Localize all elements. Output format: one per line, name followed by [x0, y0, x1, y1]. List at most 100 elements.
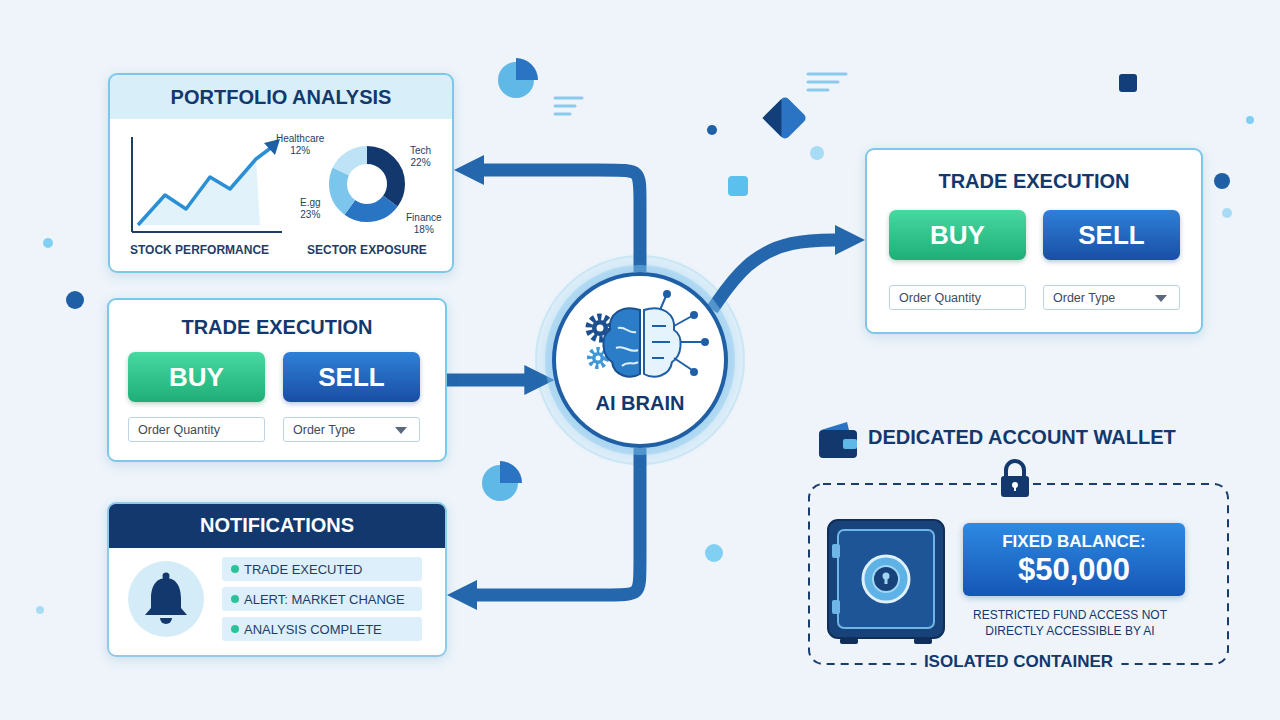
circuit-lines [691, 312, 697, 318]
circuit-lines [652, 291, 708, 375]
lock-icon [997, 460, 1033, 498]
notification-item: ANALYSIS COMPLETE [222, 617, 422, 641]
circuit-lines [652, 357, 664, 359]
deco-diamond [762, 99, 800, 137]
balance-box: FIXED BALANCE:$50,000 [963, 523, 1185, 596]
deco-lines [555, 113, 570, 116]
wallet-container: FIXED BALANCE:$50,000 DEDICATED ACCOUNT W… [807, 420, 1230, 664]
donut-chart [338, 155, 396, 213]
trade-panel-text: TRADE EXECUTION [109, 316, 445, 339]
order-quantity-field-text: Order Quantity [899, 291, 981, 305]
wallet-container-text: DEDICATED ACCOUNT WALLET [868, 426, 1176, 449]
brain-icon [556, 276, 724, 444]
mini-pie-icon [482, 461, 522, 501]
notification-item-text: ALERT: MARKET CHANGE [244, 592, 405, 607]
deco-square [1119, 74, 1137, 92]
line-chart [131, 137, 133, 232]
order-quantity-field: Order Quantity [128, 417, 265, 442]
notification-item-text: ANALYSIS COMPLETE [244, 622, 382, 637]
sell-button: SELL [283, 352, 420, 402]
mini-pie-icon [516, 58, 538, 80]
trade-panel: BUYSELLOrder QuantityOrder TypeTRADE EXE… [865, 148, 1203, 334]
buy-button-text: BUY [169, 362, 224, 393]
circuit-lines [674, 316, 692, 326]
wallet-icon [819, 430, 857, 458]
order-quantity-field: Order Quantity [889, 285, 1026, 310]
vault-icon [832, 544, 840, 558]
wallet-icon [821, 422, 849, 430]
analysis-panel-text: SECTOR EXPOSURE [307, 243, 427, 257]
trade-panel: BUY SELL Order Quantity Order Type TRADE EXE… [107, 298, 447, 462]
notifications-panel-text: NOTIFICATIONS [109, 514, 445, 537]
notification-item: TRADE EXECUTED [222, 557, 422, 581]
ai-brain-circle-text: AI BRAIN [556, 392, 724, 415]
mini-pie-icon [498, 58, 538, 98]
deco-dots [707, 125, 717, 135]
vault-icon [832, 600, 840, 614]
deco-dots [43, 238, 53, 248]
deco-lines [808, 89, 828, 92]
deco-dots [705, 544, 723, 562]
vault-icon [828, 520, 944, 644]
analysis-panel-text: Tech 22% [410, 145, 431, 168]
circuit-lines [652, 325, 666, 327]
analysis-panel-text: E.gg 23% [300, 197, 321, 220]
circuit-lines [660, 296, 666, 310]
deco-square [728, 176, 748, 196]
vault-icon [873, 566, 899, 592]
deco-lines [808, 73, 846, 76]
gear-icon [597, 325, 604, 332]
circuit-lines [674, 358, 692, 370]
wallet-icon [843, 439, 857, 449]
lock-icon [1001, 476, 1029, 497]
notifications-panel: TRADE EXECUTED ALERT: MARKET CHANGE ANALYS… [107, 502, 447, 657]
deco-diamond [762, 95, 807, 140]
bell-icon [163, 573, 170, 580]
donut-chart [338, 155, 396, 213]
balance-box-text: FIXED BALANCE: [1002, 532, 1146, 552]
deco-dots [1214, 173, 1230, 189]
donut-chart [338, 155, 396, 213]
mini-pie-icon [500, 461, 522, 483]
buy-button: BUY [889, 210, 1026, 260]
buy-button-text: BUY [930, 220, 985, 251]
circuit-lines [664, 291, 670, 297]
donut-chart [338, 155, 396, 213]
gear-icon [592, 352, 604, 364]
line-chart [132, 231, 282, 233]
flow-arrow [476, 170, 640, 272]
deco-lines [555, 105, 575, 108]
circuit-lines [691, 369, 697, 375]
vault-icon [863, 556, 909, 602]
line-chart [132, 137, 282, 232]
order-type-field-text: Order Type [293, 423, 355, 437]
brain-icon [616, 328, 638, 366]
notification-item-text: TRADE EXECUTED [244, 562, 362, 577]
lock-icon [1014, 485, 1016, 491]
vault-icon [914, 638, 932, 644]
order-type-field: Order Type [283, 417, 420, 442]
vault-icon [840, 638, 858, 644]
gear-icon [590, 350, 606, 366]
flow-arrow [469, 448, 640, 595]
lock-icon [1006, 461, 1024, 478]
ai-brain-circle: AI BRAIN [552, 272, 728, 448]
circuit-lines [680, 341, 702, 343]
deco-lines [555, 74, 846, 114]
background-decoration [536, 256, 744, 464]
flow-arrow [712, 240, 843, 310]
brain-icon [603, 308, 640, 376]
flow-arrow [447, 374, 532, 387]
vault-icon [885, 577, 888, 584]
trade-panel-text: TRADE EXECUTION [867, 170, 1201, 193]
buy-button: BUY [128, 352, 265, 402]
lock-icon [997, 460, 1033, 498]
wallet-container-text: RESTRICTED FUND ACCESS NOT DIRECTLY ACCE… [955, 607, 1185, 639]
analysis-panel-text: STOCK PERFORMANCE [130, 243, 269, 257]
isolated-container-outline [809, 484, 1228, 664]
order-type-field-text: Order Type [1053, 291, 1115, 305]
bell-icon [128, 561, 204, 637]
notification-item: ALERT: MARKET CHANGE [222, 587, 422, 611]
analysis-panel: PORTFOLIO ANALYSISSTOCK PERFORMANCESECTO… [108, 73, 454, 273]
